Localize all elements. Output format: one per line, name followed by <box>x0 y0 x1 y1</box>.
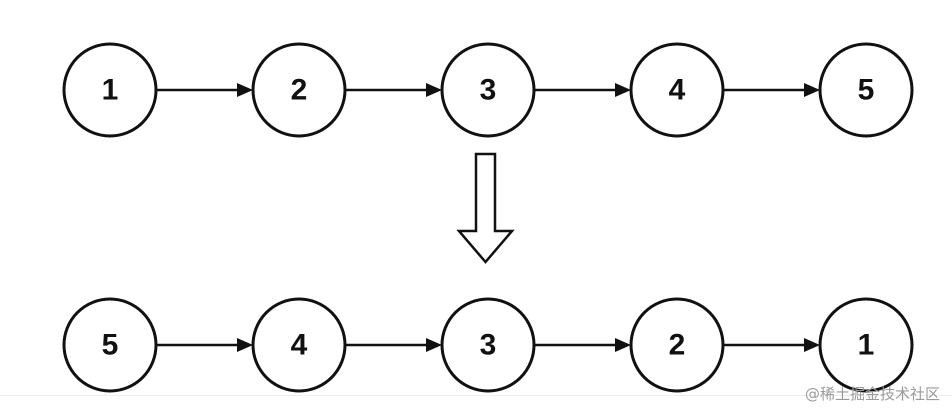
node-circle <box>440 42 536 138</box>
reversed-list-row: 5 4 3 2 1 <box>62 297 914 393</box>
node-circle <box>62 297 158 393</box>
node-value: 5 <box>858 74 875 107</box>
hollow-down-arrow-icon <box>456 152 515 264</box>
bottom-divider <box>0 395 952 396</box>
watermark-text: @稀土掘金技术社区 <box>804 385 940 403</box>
node-circle <box>62 42 158 138</box>
node-value: 2 <box>291 74 308 107</box>
node-circle <box>251 297 347 393</box>
arrowhead-icon <box>615 338 631 352</box>
arrowhead-icon <box>237 83 253 97</box>
arrowhead-icon <box>615 83 631 97</box>
node-circle <box>818 297 914 393</box>
node-circle <box>818 42 914 138</box>
node-value: 1 <box>858 329 875 362</box>
node-value: 4 <box>669 74 686 107</box>
node-circle <box>440 297 536 393</box>
list-node: 5 <box>818 42 914 138</box>
list-node: 3 <box>440 42 536 138</box>
list-node: 2 <box>251 42 347 138</box>
list-node: 2 <box>629 297 725 393</box>
arrowhead-icon <box>804 338 820 352</box>
arrowhead-icon <box>426 83 442 97</box>
arrowhead-icon <box>237 338 253 352</box>
list-node: 5 <box>62 297 158 393</box>
original-list-row: 1 2 3 4 5 <box>62 42 914 138</box>
node-value: 2 <box>669 329 686 362</box>
node-value: 3 <box>480 74 497 107</box>
list-node: 4 <box>251 297 347 393</box>
node-value: 3 <box>480 329 497 362</box>
node-value: 1 <box>102 74 119 107</box>
list-node: 3 <box>440 297 536 393</box>
node-circle <box>629 297 725 393</box>
node-circle <box>629 42 725 138</box>
list-node: 4 <box>629 42 725 138</box>
arrowhead-icon <box>426 338 442 352</box>
node-value: 5 <box>102 329 119 362</box>
list-node: 1 <box>818 297 914 393</box>
list-node: 1 <box>62 42 158 138</box>
node-value: 4 <box>291 329 308 362</box>
node-circle <box>251 42 347 138</box>
arrowhead-icon <box>804 83 820 97</box>
